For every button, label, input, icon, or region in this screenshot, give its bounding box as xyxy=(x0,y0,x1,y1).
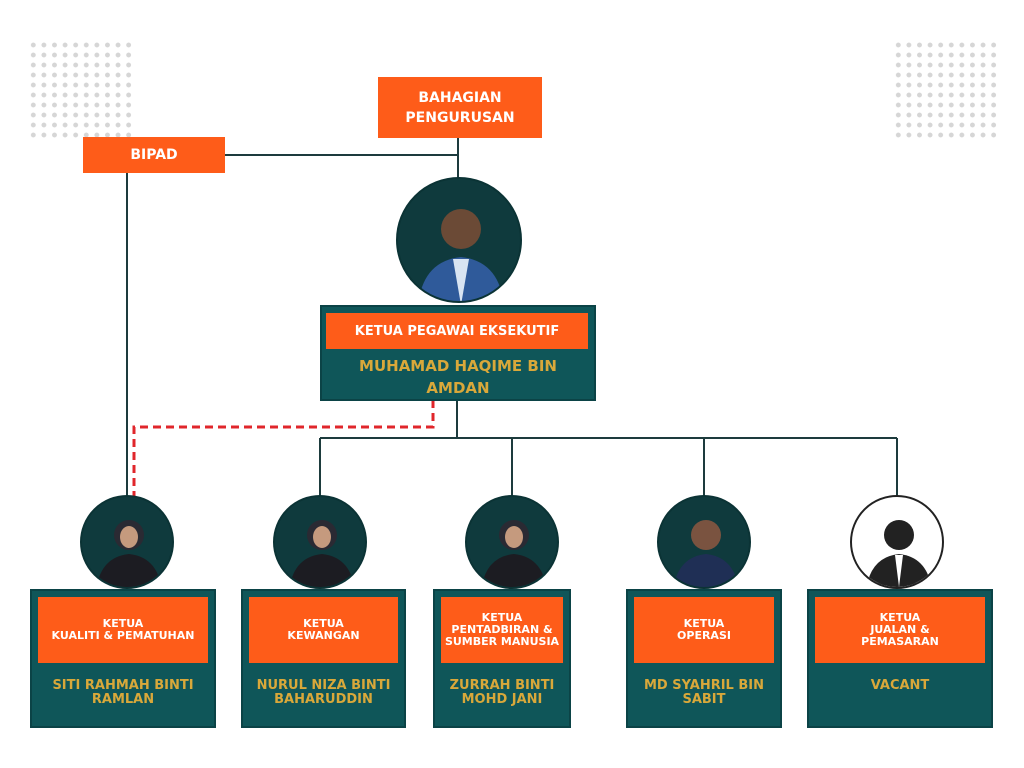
head-box: KETUA JUALAN & PEMASARAN VACANT xyxy=(807,589,993,728)
ceo-name: MUHAMAD HAQIME BIN AMDAN xyxy=(359,357,557,397)
decorative-dot-grid-left xyxy=(28,40,134,140)
head-photo xyxy=(465,495,559,589)
head-name: MD SYAHRIL BIN SABIT xyxy=(643,678,764,707)
person-icon xyxy=(289,520,355,587)
person-icon xyxy=(866,520,932,587)
ceo-box: KETUA PEGAWAI EKSEKUTIF MUHAMAD HAQIME B… xyxy=(320,305,596,401)
head-name: ZURRAH BINTI MOHD JANI xyxy=(449,678,555,707)
bipad-box: BIPAD xyxy=(83,137,225,173)
head-title: KETUA JUALAN & PEMASARAN xyxy=(815,597,985,663)
ceo-photo xyxy=(396,177,522,303)
head-photo xyxy=(850,495,944,589)
head-photo xyxy=(80,495,174,589)
head-box: KETUA PENTADBIRAN & SUMBER MANUSIA ZURRAH… xyxy=(433,589,571,728)
person-icon xyxy=(673,520,739,587)
dotted-reporting-line xyxy=(132,400,435,496)
head-name: SITI RAHMAH BINTI RAMLAN xyxy=(52,678,194,707)
division-box: BAHAGIAN PENGURUSAN xyxy=(378,77,542,138)
head-title: KETUA OPERASI xyxy=(634,597,774,663)
head-name: NURUL NIZA BINTI BAHARUDDIN xyxy=(256,678,391,707)
ceo-title: KETUA PEGAWAI EKSEKUTIF xyxy=(326,313,588,349)
person-icon xyxy=(481,520,547,587)
head-photo xyxy=(273,495,367,589)
person-icon xyxy=(418,209,504,301)
head-box: KETUA KEWANGAN NURUL NIZA BINTI BAHARUDDI… xyxy=(241,589,406,728)
head-title: KETUA KEWANGAN xyxy=(249,597,398,663)
head-title: KETUA KUALITI & PEMATUHAN xyxy=(38,597,208,663)
person-icon xyxy=(96,520,162,587)
head-title: KETUA PENTADBIRAN & SUMBER MANUSIA xyxy=(441,597,563,663)
head-box: KETUA KUALITI & PEMATUHAN SITI RAHMAH BIN… xyxy=(30,589,216,728)
head-name: VACANT xyxy=(870,678,930,693)
head-photo xyxy=(657,495,751,589)
head-box: KETUA OPERASI MD SYAHRIL BIN SABIT xyxy=(626,589,782,728)
decorative-dot-grid-right xyxy=(893,40,999,140)
